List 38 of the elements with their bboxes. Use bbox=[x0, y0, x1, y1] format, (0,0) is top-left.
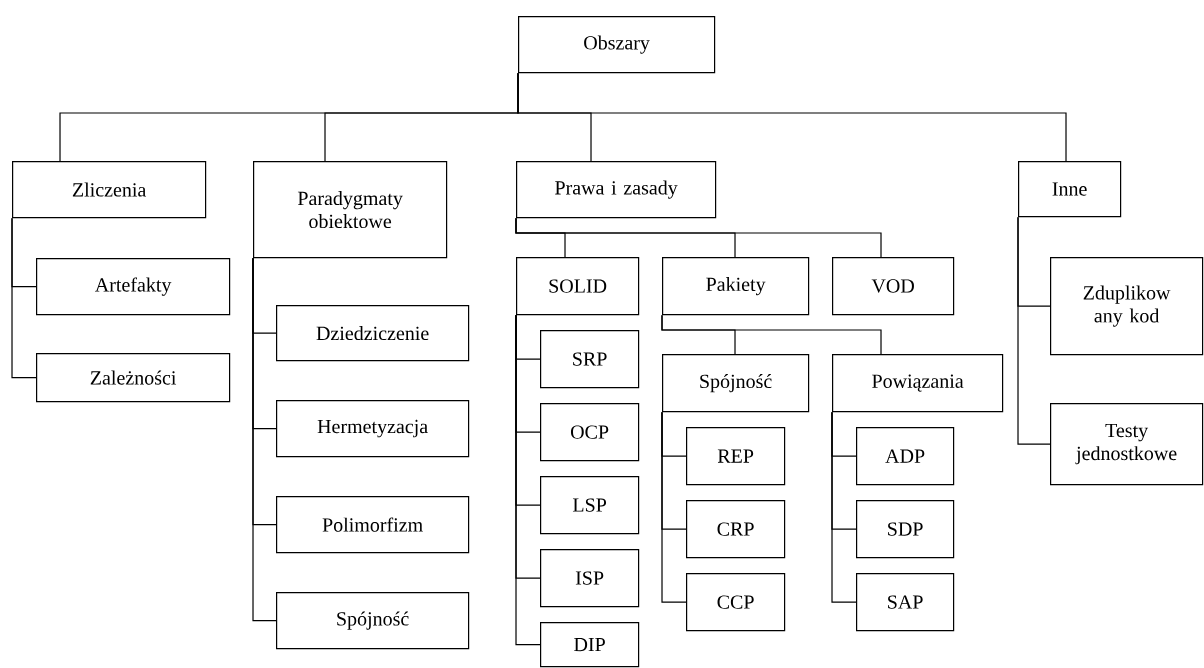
tree-box: Spójność bbox=[276, 592, 470, 650]
connector-line bbox=[11, 217, 37, 379]
tree-box: SDP bbox=[856, 500, 955, 559]
tree-box: ISP bbox=[540, 549, 640, 608]
connector-line bbox=[1017, 216, 1051, 445]
tree-box: CCP bbox=[686, 573, 786, 632]
tree-box: Prawa i zasady bbox=[516, 161, 717, 219]
tree-box: SOLID bbox=[516, 257, 640, 316]
connector-line bbox=[515, 217, 882, 258]
connector-line bbox=[661, 314, 882, 355]
tree-box: SRP bbox=[540, 330, 640, 389]
tree-box: Pakiety bbox=[662, 257, 810, 316]
connector-line bbox=[661, 411, 687, 603]
tree-box: Hermetyzacja bbox=[276, 400, 470, 458]
tree-box: Zależności bbox=[36, 353, 231, 403]
tree-box: Dziedziczenie bbox=[276, 305, 470, 362]
tree-box: Inne bbox=[1018, 161, 1122, 218]
connector-line bbox=[515, 314, 541, 646]
tree-box: DIP bbox=[540, 622, 640, 668]
tree-box: ADP bbox=[856, 427, 955, 486]
tree-box: CRP bbox=[686, 500, 786, 559]
tree-box: SAP bbox=[856, 573, 955, 632]
tree-box: Artefakty bbox=[36, 258, 231, 316]
connector-line bbox=[517, 72, 1067, 162]
tree-box: Testy jednostkowe bbox=[1050, 403, 1204, 486]
tree-box: Paradygmaty obiektowe bbox=[253, 161, 448, 259]
tree-box: Zduplikow any kod bbox=[1050, 257, 1204, 356]
tree-box: Polimorfizm bbox=[276, 496, 470, 554]
tree-box: OCP bbox=[540, 403, 640, 462]
tree-box: VOD bbox=[832, 257, 955, 316]
tree-box: Powiązania bbox=[832, 354, 1004, 413]
tree-box: Obszary bbox=[518, 16, 716, 74]
tree-box: Zliczenia bbox=[12, 161, 207, 219]
connector-line bbox=[252, 257, 277, 622]
tree-box: Spójność bbox=[662, 354, 810, 413]
connector-line bbox=[831, 411, 857, 603]
tree-box: REP bbox=[686, 427, 786, 486]
tree-box: LSP bbox=[540, 476, 640, 535]
